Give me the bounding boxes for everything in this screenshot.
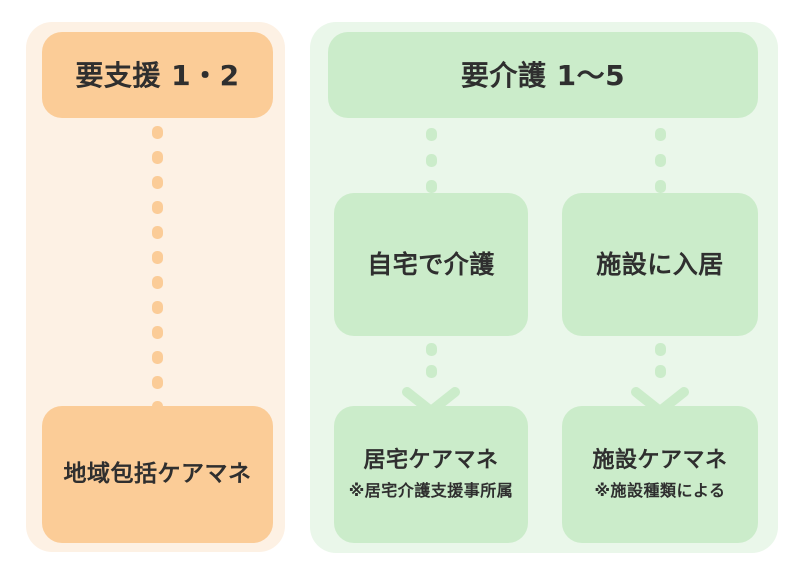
connector-dot bbox=[425, 128, 437, 141]
connector-dot bbox=[151, 351, 163, 364]
connector-dot bbox=[151, 176, 163, 189]
connector-dot bbox=[654, 343, 666, 356]
card-home-care-label: 自宅で介護 bbox=[367, 249, 495, 279]
card-support-level-label: 要支援 1・2 bbox=[75, 58, 240, 92]
card-home-care-manager-note: ※居宅介護支援事所属 bbox=[348, 480, 514, 500]
connector-dot bbox=[425, 154, 437, 167]
card-facility-admission[interactable]: 施設に入居 bbox=[562, 193, 758, 336]
connector-dot bbox=[654, 365, 666, 378]
card-home-care-manager-label: 居宅ケアマネ bbox=[363, 448, 499, 474]
card-home-care[interactable]: 自宅で介護 bbox=[334, 193, 528, 336]
connector-dot bbox=[151, 126, 163, 139]
connector-dot bbox=[151, 326, 163, 339]
card-care-level-label: 要介護 1〜5 bbox=[460, 58, 626, 92]
card-facility-care-manager[interactable]: 施設ケアマネ ※施設種類による bbox=[562, 406, 758, 543]
connector-dot bbox=[425, 365, 437, 378]
connector-dot bbox=[151, 251, 163, 264]
card-facility-care-manager-label: 施設ケアマネ bbox=[592, 448, 728, 474]
connector-dot bbox=[654, 180, 666, 193]
connector-dot bbox=[151, 276, 163, 289]
card-home-care-manager[interactable]: 居宅ケアマネ ※居宅介護支援事所属 bbox=[334, 406, 528, 543]
connector-dot bbox=[151, 301, 163, 314]
connector-dot bbox=[151, 151, 163, 164]
connector-care-level-to-home-care bbox=[416, 128, 446, 206]
connector-dot bbox=[654, 154, 666, 167]
connector-dot bbox=[151, 376, 163, 389]
connector-dot bbox=[425, 180, 437, 193]
card-support-level[interactable]: 要支援 1・2 bbox=[42, 32, 273, 118]
card-community-care-manager[interactable]: 地域包括ケアマネ bbox=[42, 406, 273, 543]
card-care-level[interactable]: 要介護 1〜5 bbox=[328, 32, 758, 118]
card-community-care-manager-label: 地域包括ケアマネ bbox=[63, 461, 252, 488]
card-facility-care-manager-note: ※施設種類による bbox=[594, 480, 726, 500]
connector-care-level-to-facility-admission bbox=[645, 128, 675, 206]
card-facility-admission-label: 施設に入居 bbox=[596, 249, 724, 279]
connector-dot bbox=[425, 343, 437, 356]
connector-dot bbox=[151, 226, 163, 239]
connector-dot bbox=[654, 128, 666, 141]
connector-dot bbox=[151, 201, 163, 214]
